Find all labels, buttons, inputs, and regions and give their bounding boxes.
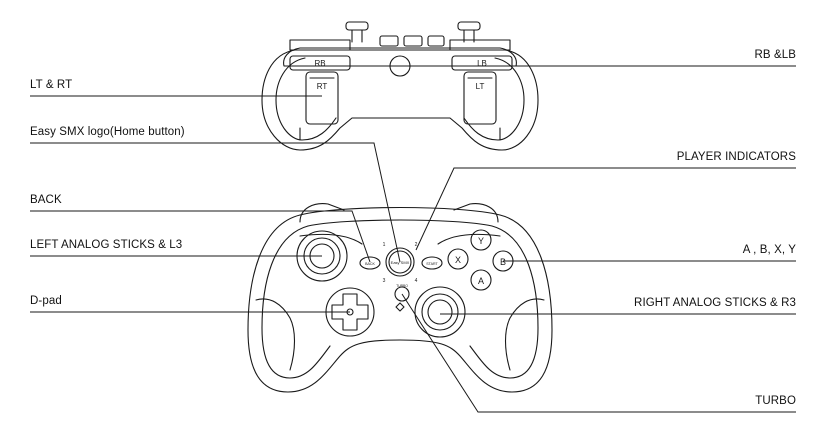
button-a-label: A: [478, 276, 484, 286]
label-abxy: A , B, X, Y: [742, 244, 796, 256]
rb-label: RB: [314, 59, 325, 68]
label-dpad: D-pad: [30, 295, 62, 307]
label-right-analog-stick: RIGHT ANALOG STICKS & R3: [634, 297, 796, 309]
lb-label: LB: [477, 59, 487, 68]
label-player-indicators: PLAYER INDICATORS: [676, 151, 796, 163]
home-button-logo: Easy SMX: [391, 260, 410, 265]
label-left-analog-stick: LEFT ANALOG STICKS & L3: [30, 239, 183, 251]
callout-line-back: [30, 210, 371, 263]
start-button-label: START: [426, 262, 438, 266]
player-indicator-2: 2: [415, 242, 418, 248]
label-lt-rt: LT & RT: [30, 79, 73, 91]
callout-lines: [30, 65, 796, 413]
player-indicator-4: 4: [415, 278, 418, 284]
callout-line-player-indicators: [415, 167, 796, 251]
button-x-label: X: [455, 255, 461, 265]
label-turbo: TURBO: [755, 395, 796, 407]
controller-top-view: [261, 21, 539, 151]
callout-line-turbo: [401, 293, 796, 413]
button-b-label: B: [500, 257, 506, 267]
back-button-label: BACK: [365, 262, 375, 266]
player-indicator-3: 3: [383, 278, 386, 284]
button-y-label: Y: [478, 236, 484, 246]
rt-label: RT: [317, 82, 328, 91]
player-indicator-1: 1: [383, 242, 386, 248]
label-back: BACK: [30, 194, 62, 206]
label-home-button: Easy SMX logo(Home button): [30, 126, 185, 138]
lt-label: LT: [476, 82, 485, 91]
turbo-button-label: TURBO: [396, 284, 408, 288]
callout-line-home: [30, 142, 401, 263]
label-rb-lb: RB &LB: [754, 49, 796, 61]
controller-front-view: [247, 203, 553, 393]
